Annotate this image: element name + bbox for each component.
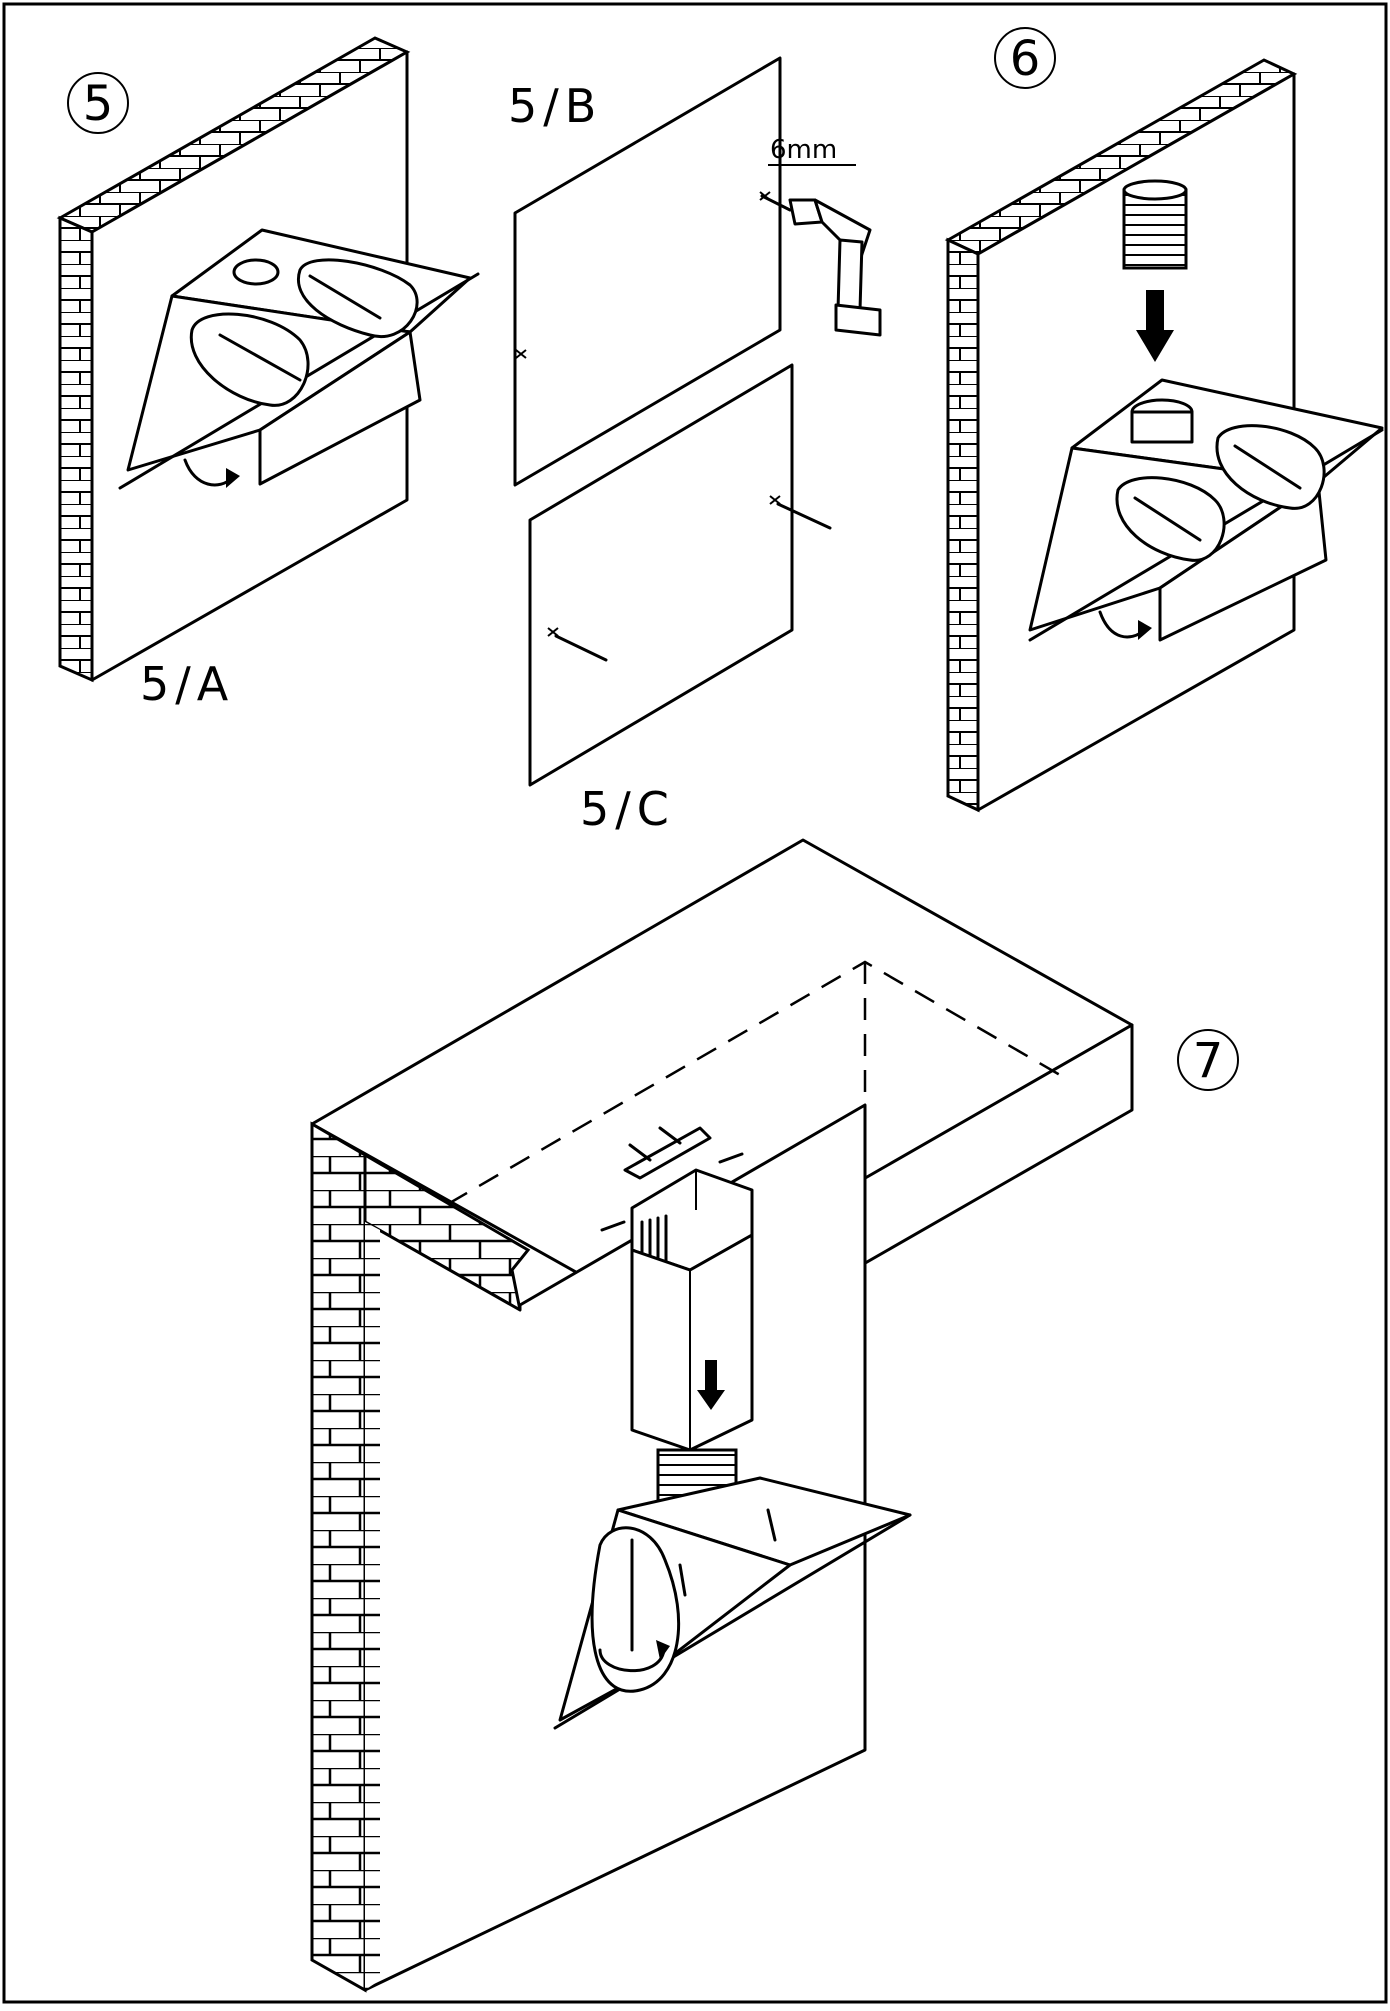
screw-icon (218, 333, 302, 382)
hood-side (1158, 480, 1328, 642)
chimney-bracket (623, 1126, 712, 1180)
figure-5a-label: 5/A (140, 657, 234, 711)
duct-top (1122, 179, 1188, 201)
step-5-circle (67, 72, 129, 134)
rotate-arrow-head (1138, 620, 1152, 640)
wall-plug-right (776, 502, 832, 530)
screw-icon (678, 1563, 687, 1597)
drill-mark-left (515, 349, 527, 359)
screw-icon (718, 1152, 744, 1164)
step-5-number: 5 (83, 76, 114, 132)
step-7-number: 7 (1193, 1033, 1224, 1089)
wall-side-brick (58, 215, 94, 683)
hood-outlet-collar (1130, 410, 1194, 444)
figure-6: 6 (944, 27, 1384, 813)
detail-bubble (590, 1526, 681, 1693)
ceiling-brick-section (363, 1152, 531, 1313)
figure-5b: 5/B 6mm (508, 56, 882, 487)
step-7-circle (1177, 1029, 1239, 1091)
drill-icon (760, 194, 882, 337)
hood-rail (553, 1513, 912, 1730)
screwdriver-icon (1133, 496, 1202, 542)
figure-7: 7 (310, 838, 1239, 1993)
rotate-arrow-head (656, 1640, 670, 1660)
screw-icon (658, 1126, 682, 1145)
wall-side-brick (310, 1121, 367, 1993)
screw-icon (766, 1508, 777, 1542)
lower-chimney (630, 1233, 754, 1452)
down-arrow-icon (697, 1360, 725, 1410)
wall-panel-5b (513, 56, 782, 487)
wall-side-brick (946, 237, 980, 813)
wall-inner-brick (365, 1222, 380, 1990)
figure-5c-label: 5/C (580, 782, 675, 836)
screwdriver-icon (1233, 444, 1302, 490)
drill-size-label: 6mm (770, 135, 837, 165)
wall-panel-5c (528, 363, 794, 787)
figure-5a: 5 5/A (56, 36, 480, 711)
wall-plug-left (554, 634, 608, 662)
rotate-arrow-head (226, 468, 240, 488)
duct-icon (1122, 188, 1188, 270)
detail-bubble-1 (296, 258, 419, 339)
screw-icon (628, 1143, 652, 1162)
hood-outlet (232, 258, 280, 286)
figure-5b-label: 5/B (508, 79, 602, 133)
screw-icon (308, 274, 382, 320)
screw-icon (600, 1220, 626, 1232)
down-arrow-icon (1136, 290, 1174, 362)
step-6-circle (994, 27, 1056, 89)
step-6-number: 6 (1010, 31, 1041, 87)
hood-side (258, 330, 422, 486)
figure-5c: 5/C (528, 363, 832, 836)
